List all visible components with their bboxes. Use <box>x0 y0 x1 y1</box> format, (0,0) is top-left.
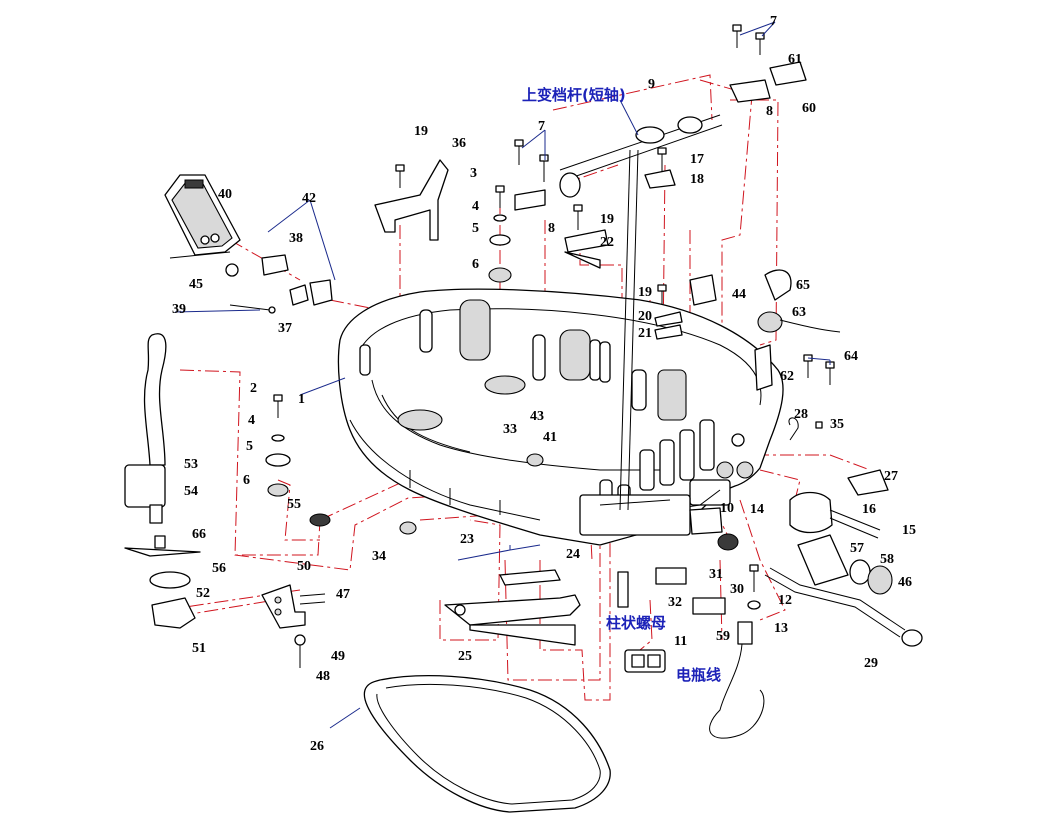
part-label: 40 <box>218 187 232 202</box>
center-fasteners <box>395 164 512 283</box>
part-label: 42 <box>302 191 316 206</box>
part-label: 39 <box>172 302 186 317</box>
part-label: 41 <box>543 430 557 445</box>
part-label: 19 <box>600 212 614 227</box>
annotation-upper-shift-lever: 上变档杆(短轴) <box>522 86 626 104</box>
part-label: 60 <box>802 101 816 116</box>
part-label: 6 <box>243 473 250 488</box>
part-label: 1 <box>298 392 305 407</box>
part-label: 14 <box>750 502 764 517</box>
part-label: 62 <box>780 369 794 384</box>
part-label: 29 <box>864 656 878 671</box>
part-label: 19 <box>414 124 428 139</box>
part-label: 56 <box>212 561 226 576</box>
part-label: 11 <box>674 634 687 649</box>
part-label: 8 <box>548 221 555 236</box>
part-label: 31 <box>709 567 723 582</box>
part-label: 38 <box>289 231 303 246</box>
part-label: 52 <box>196 586 210 601</box>
part-label: 2 <box>250 381 257 396</box>
part-label: 35 <box>830 417 844 432</box>
part-label: 50 <box>297 559 311 574</box>
part-label: 4 <box>248 413 255 428</box>
part-label: 6 <box>472 257 479 272</box>
part-label: 34 <box>372 549 386 564</box>
part-label: 19 <box>638 285 652 300</box>
leader-lines <box>174 21 831 729</box>
left-fasteners <box>265 394 544 535</box>
tiller-handle <box>124 333 167 524</box>
part-label: 12 <box>778 593 792 608</box>
remote-control-box <box>164 174 241 256</box>
annotation-battery-cable: 电瓶线 <box>676 666 721 684</box>
part-label: 5 <box>472 221 479 236</box>
part-label: 4 <box>472 199 479 214</box>
cowl-seal-gasket <box>363 675 611 813</box>
part-label: 47 <box>336 587 350 602</box>
part-label: 32 <box>668 595 682 610</box>
part-label: 15 <box>902 523 916 538</box>
part-label: 10 <box>720 501 734 516</box>
part-label: 46 <box>898 575 912 590</box>
part-label: 21 <box>638 326 652 341</box>
part-label: 16 <box>862 502 876 517</box>
part-label: 13 <box>774 621 788 636</box>
mount-bracket <box>261 584 326 668</box>
support-bracket <box>444 569 581 646</box>
part-label: 57 <box>850 541 864 556</box>
lower-cowl <box>337 288 784 546</box>
part-label: 59 <box>716 629 730 644</box>
part-label: 58 <box>880 552 894 567</box>
part-label: 9 <box>648 77 655 92</box>
upper-fasteners <box>514 24 765 340</box>
part-label: 64 <box>844 349 858 364</box>
part-label: 49 <box>331 649 345 664</box>
part-label: 17 <box>690 152 704 167</box>
part-label: 66 <box>192 527 206 542</box>
annotation-stud-nut: 柱状螺母 <box>606 614 666 632</box>
part-label: 5 <box>246 439 253 454</box>
right-parts <box>617 269 923 739</box>
part-label: 63 <box>792 305 806 320</box>
connector <box>624 649 666 673</box>
part-label: 27 <box>884 469 898 484</box>
part-label: 54 <box>184 484 198 499</box>
part-label: 37 <box>278 321 292 336</box>
part-label: 55 <box>287 497 301 512</box>
part-label: 44 <box>732 287 746 302</box>
part-label: 7 <box>538 119 545 134</box>
part-label: 43 <box>530 409 544 424</box>
part-label: 61 <box>788 52 802 67</box>
part-label: 23 <box>460 532 474 547</box>
part-label: 28 <box>794 407 808 422</box>
part-label: 48 <box>316 669 330 684</box>
part-label: 33 <box>503 422 517 437</box>
part-label: 25 <box>458 649 472 664</box>
pin-and-bracket <box>169 251 333 314</box>
part-label: 3 <box>470 166 477 181</box>
part-label: 22 <box>600 235 614 250</box>
part-label: 24 <box>566 547 580 562</box>
part-label: 18 <box>690 172 704 187</box>
cable-bracket <box>374 159 449 241</box>
shift-lever-assembly <box>514 61 807 511</box>
part-number-labels: 1 2 3 4 4 5 5 6 6 7 7 8 8 9 10 11 12 13 … <box>172 14 916 754</box>
part-label: 45 <box>189 277 203 292</box>
part-label: 65 <box>796 278 810 293</box>
part-label: 20 <box>638 309 652 324</box>
part-label: 53 <box>184 457 198 472</box>
part-label: 26 <box>310 739 324 754</box>
part-label: 30 <box>730 582 744 597</box>
part-label: 7 <box>770 14 777 29</box>
part-label: 51 <box>192 641 206 656</box>
part-label: 36 <box>452 136 466 151</box>
part-label: 8 <box>766 104 773 119</box>
throttle-grip-parts <box>124 535 201 629</box>
